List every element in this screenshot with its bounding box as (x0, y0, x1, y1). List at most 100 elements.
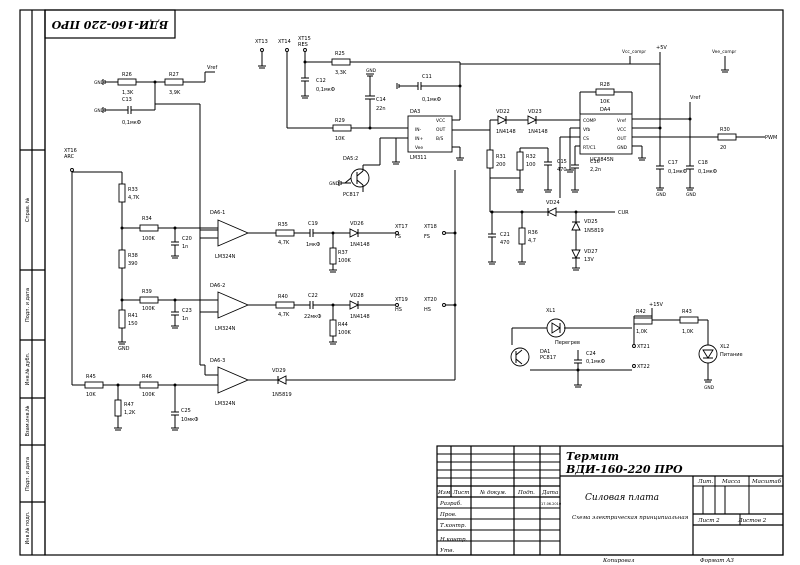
r34-value: 100K (142, 236, 156, 242)
r31-r32-c15-c16: R31 200 R32 100 C15 470 C16 2,2n (486, 130, 601, 193)
gnd-c13: GND (94, 108, 105, 114)
vd25-value: 1N5819 (584, 228, 604, 234)
c15-label: C15 (557, 159, 567, 165)
r26-label: R26 (122, 72, 132, 78)
da6-3-label: DA6-3 (210, 358, 225, 364)
vref-net-2: Vref (690, 95, 700, 101)
r30-pwm-output: R30 20 PWM (717, 127, 777, 151)
r28-value: 10K (600, 99, 610, 105)
c21-value: 470 (500, 240, 510, 246)
r40-label: R40 (278, 294, 288, 300)
r41-value: 150 (128, 321, 138, 327)
vd25-label: VD25 (584, 219, 598, 225)
r30-label: R30 (720, 127, 730, 133)
c13-label: C13 (122, 97, 132, 103)
r30-value: 20 (720, 145, 726, 151)
row-razrab: Разраб. (439, 500, 462, 507)
margin-label-sprav: Справ. № (25, 197, 31, 222)
c20-value: 1n (182, 244, 188, 250)
sheet-count: Листов 2 (737, 518, 767, 524)
r46-value: 100K (142, 392, 156, 398)
r39-c23: R39 100K C23 1n (120, 289, 218, 329)
c22-value: 22мкФ (304, 314, 322, 320)
c22-label: C22 (308, 293, 318, 299)
xt21-label: XT21 (637, 344, 650, 350)
vd22-label: VD22 (496, 109, 510, 115)
vd23-value: 1N4148 (528, 129, 548, 135)
r38-label: R38 (128, 253, 138, 259)
c14-label: C14 (376, 97, 386, 103)
vd29-value: 1N5819 (272, 392, 292, 398)
top-rails: Vcc_compr +5V Vee_compr Vref (460, 45, 736, 128)
r45-r46-r47-c25: R45 10K R46 100K R47 1,2K C25 10мкФ (72, 230, 218, 431)
massa-label: Масса (721, 479, 740, 485)
sheet-number: Лист 2 (697, 518, 720, 524)
gnd-c18: GND (686, 192, 697, 198)
r25-c12: R25 3,3K C12 0,1мкФ (301, 51, 461, 121)
r35-value: 4,7K (278, 240, 290, 246)
vd23-label: VD23 (528, 109, 542, 115)
da3-pin-vee: Vee (415, 145, 423, 151)
fs-label-1: FS (395, 234, 401, 240)
da1-label: DA1 (540, 349, 550, 355)
vcc-compr-label: Vcc_compr (622, 49, 646, 55)
c16-label: C16 (590, 159, 600, 165)
r34-c20: R34 100K C20 1n (120, 216, 218, 300)
xt17-label: XT17 (395, 224, 408, 230)
current-sense-network: CUR VD24 R36 4,7 C21 470 VD25 (488, 178, 629, 271)
da6-2-value: LM324N (215, 326, 236, 332)
da3-pin-vcc: VCC (436, 118, 445, 124)
c12-value: 0,1мкФ (316, 87, 336, 93)
col-list: Лист (452, 490, 469, 496)
r36-label: R36 (528, 230, 538, 236)
r47-label: R47 (124, 402, 134, 408)
c18-value: 0,1мкФ (698, 169, 718, 175)
da6-1-opamp: DA6-1 LM324N R35 4,7K C19 1мкФ VD26 1N41… (210, 210, 408, 273)
xt19-label: XT19 (395, 297, 408, 303)
da4-pin-rtct: RT/C1 (583, 145, 596, 151)
c11: C11 0,1мкФ (396, 74, 462, 103)
r32-value: 100 (526, 162, 536, 168)
plus5-label: +5V (656, 45, 667, 51)
da4-pin-out: OUT (617, 136, 627, 142)
r33-label: R33 (128, 187, 138, 193)
xl1-value: Перегрев (555, 340, 580, 346)
xt20-label: XT20 (424, 297, 437, 303)
r25-value: 3,3K (335, 70, 347, 76)
gnd-c14: GND (366, 68, 377, 74)
r45-label: R45 (86, 374, 96, 380)
c11-value: 0,1мкФ (422, 97, 442, 103)
da4-pin-gnd: GND (617, 145, 628, 151)
cur-label: CUR (618, 210, 629, 216)
product-name: ВДИ-160-220 ПРО (565, 463, 683, 476)
r44-value: 100K (338, 330, 352, 336)
r46-label: R46 (142, 374, 152, 380)
vd28-label: VD28 (350, 293, 364, 299)
r41-label: R41 (128, 313, 138, 319)
document-name: Силовая плата (585, 493, 659, 503)
row-utv: Утв. (440, 548, 454, 554)
c24-value: 0,1мкФ (586, 359, 606, 365)
c24-label: C24 (586, 351, 596, 357)
rotated-title: ВДИ-160-220 ПРО (51, 18, 169, 31)
da4-pin-cs: CS (583, 136, 589, 142)
r38-value: 390 (128, 261, 138, 267)
xl2-label: XL2 (720, 344, 729, 350)
da3-comparator: DA3 LM311 IN- IN+ Vee VCC B/S OUT (392, 109, 490, 165)
da5-opto: GND DA5:2 PC817 (329, 137, 396, 198)
c13-value: 0,1мкФ (122, 120, 142, 126)
title-block: Термит ВДИ-160-220 ПРО Силовая плата Схе… (436, 445, 784, 556)
gnd-da5: GND (329, 181, 340, 187)
xt18-label: XT18 (424, 224, 437, 230)
c19-value: 1мкФ (306, 242, 321, 248)
da6-2-label: DA6-2 (210, 283, 225, 289)
c19-label: C19 (308, 221, 318, 227)
r31-label: R31 (496, 154, 506, 160)
col-ndokum: № докум. (479, 490, 507, 496)
r26-r27-divider: GND GND R26 1,3K R27 3,9K C13 0,1мкФ Vre… (94, 65, 217, 230)
date-value: 17.06.2010 (541, 502, 561, 506)
r43-value: 1,0K (682, 329, 694, 335)
xt18: XT18 FS (424, 170, 457, 380)
r37-value: 100K (338, 258, 352, 264)
